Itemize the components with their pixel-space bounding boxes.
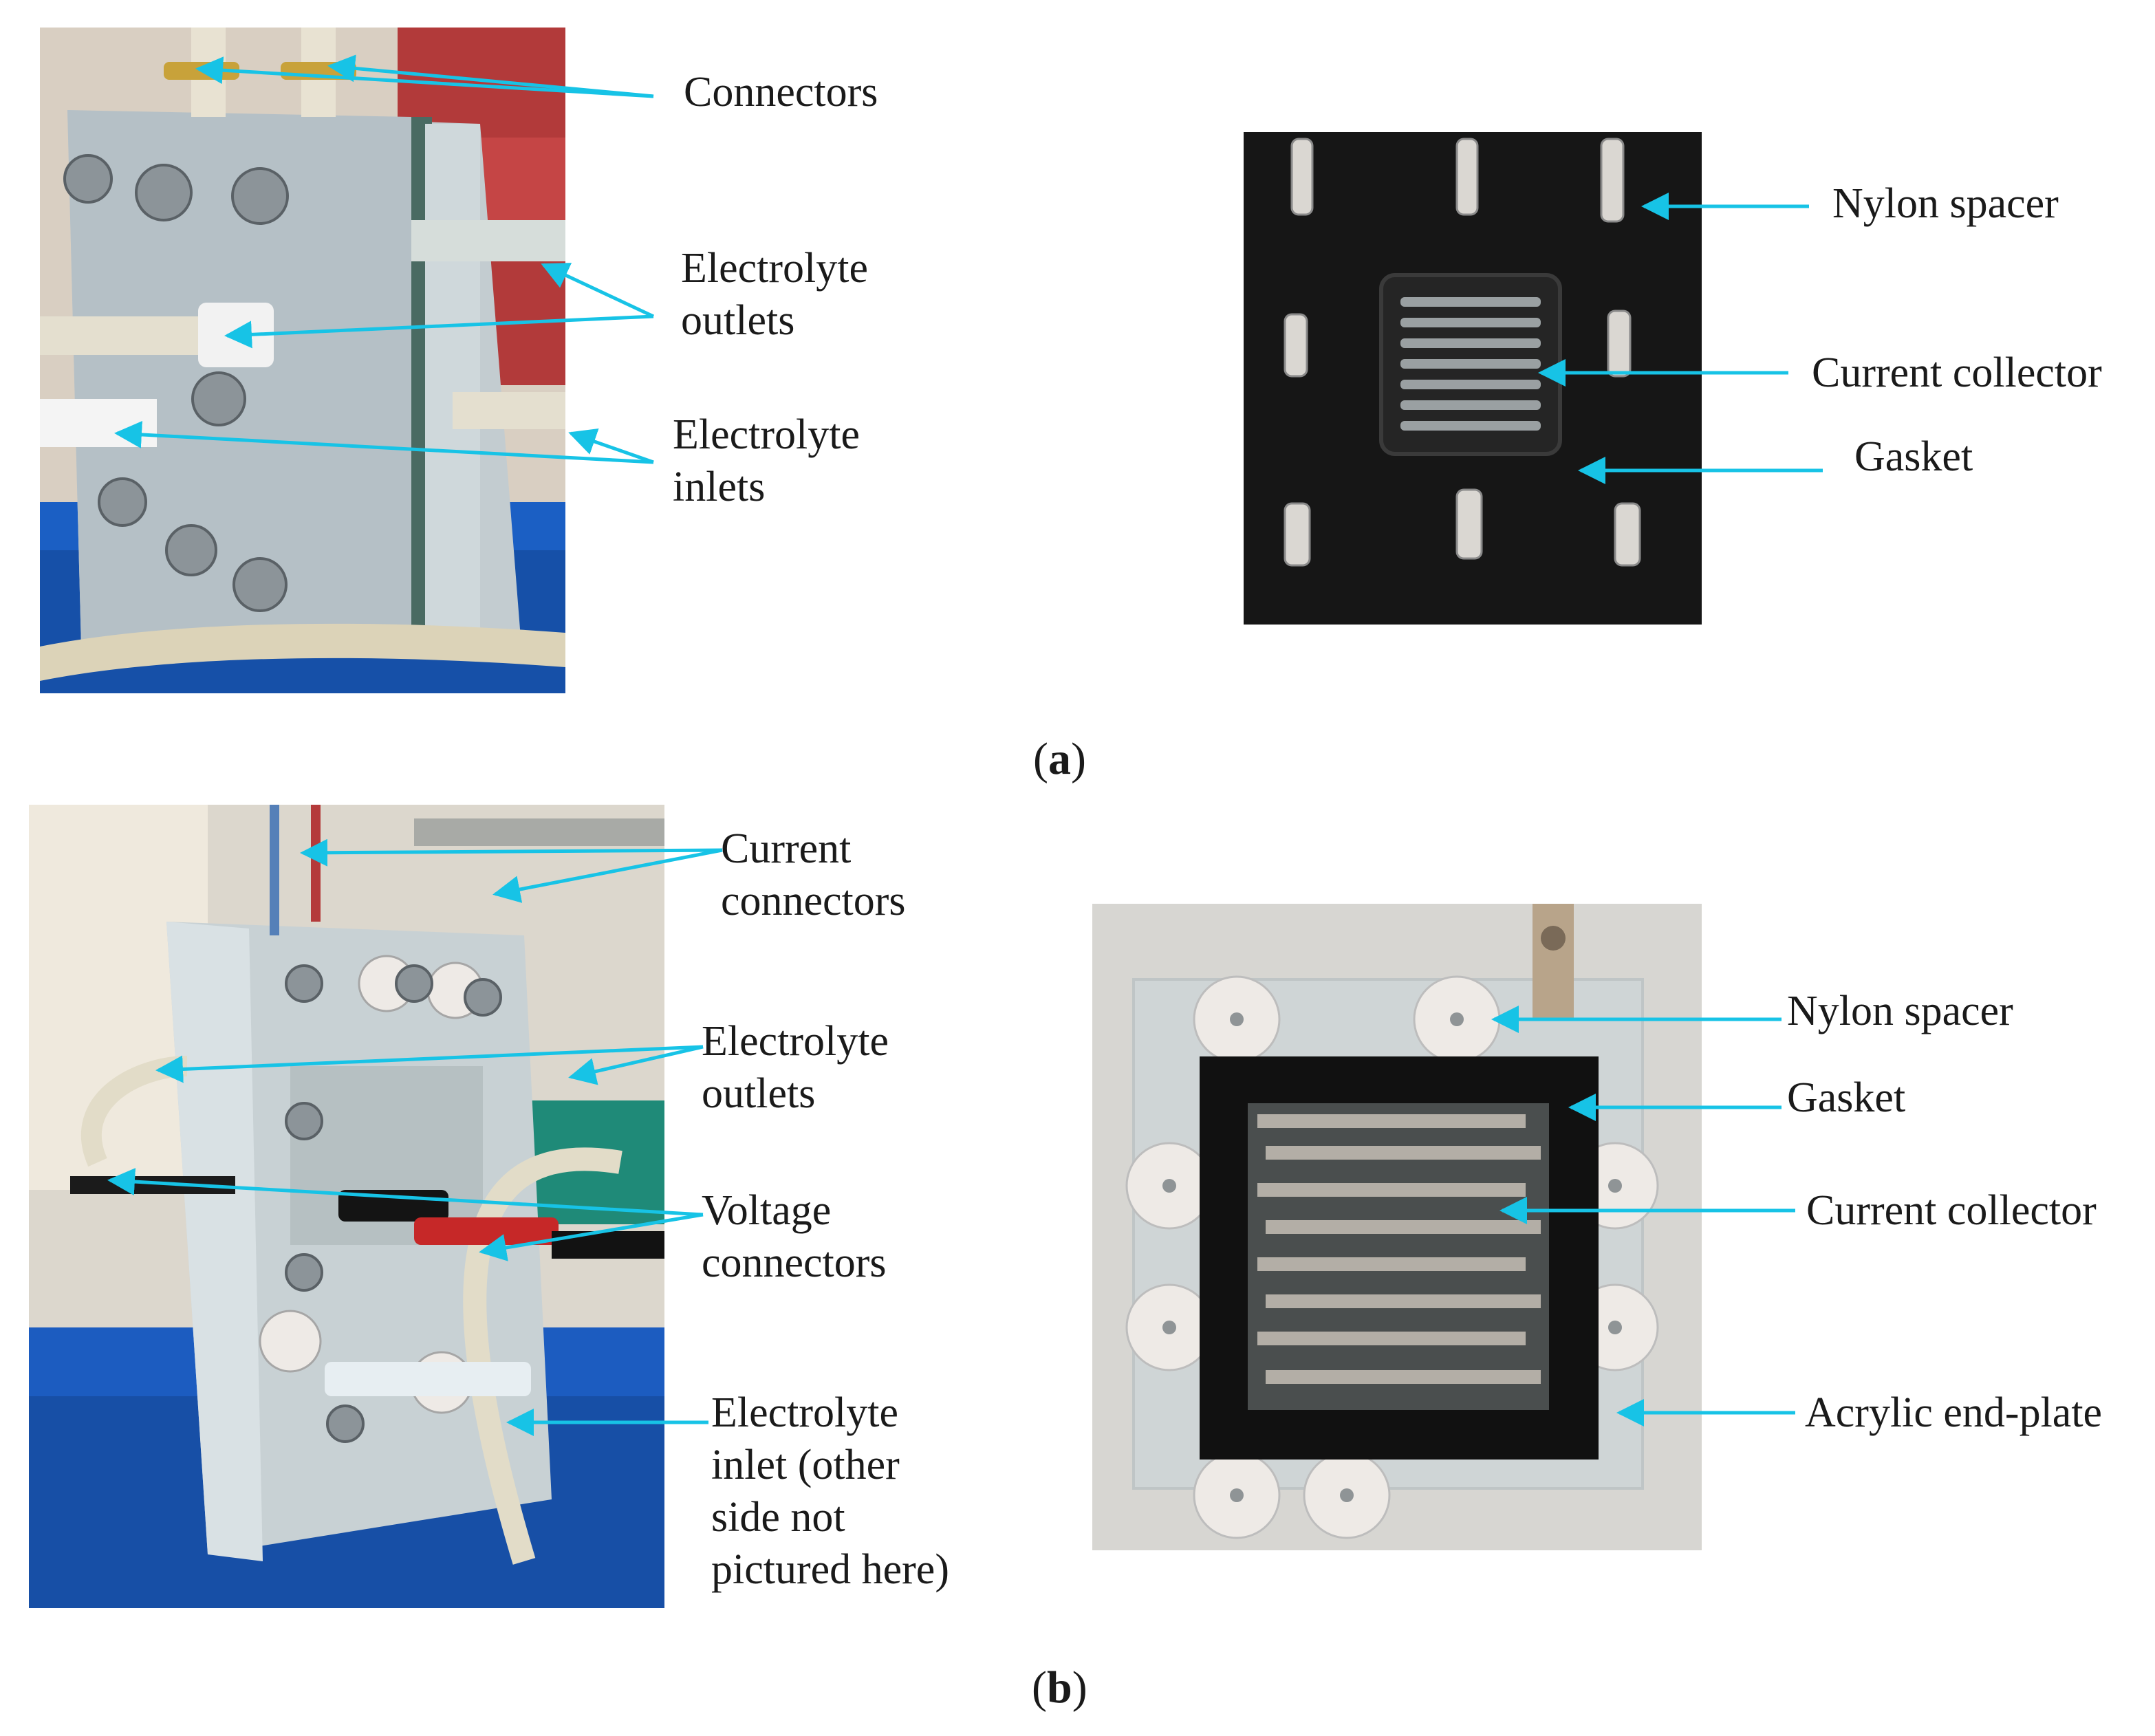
label-a-electrolyte-inlets: Electrolyte inlets [673,409,860,513]
panel-caption-b-open: ( [1032,1662,1047,1713]
label-a-electrolyte-outlets: Electrolyte outlets [681,242,868,347]
label-b-acrylic-end-plate: Acrylic end-plate [1805,1389,2103,1436]
label-b-electrolyte-inlet-line2: inlet (other [711,1442,900,1488]
label-b-current-connectors-line2: connectors [721,878,906,924]
label-b-voltage-connectors-line2: connectors [702,1239,887,1286]
arrow-a-inlets-2 [568,428,654,464]
label-b-electrolyte-inlet-line4: pictured here) [711,1546,949,1593]
photo-a-gasket-plate [1244,132,1702,625]
photo-b-cell-stack [29,805,664,1608]
photo-b-gasket-plate-drawing [1092,904,1702,1550]
label-b-current-connectors-line1: Current [721,825,852,872]
label-a-current-collector: Current collector [1812,349,2102,396]
label-a-connectors: Connectors [684,69,878,116]
label-b-electrolyte-inlet-line3: side not [711,1494,845,1541]
label-b-electrolyte-outlets-line2: outlets [702,1070,816,1117]
label-a-electrolyte-inlets-line2: inlets [673,464,766,510]
label-b-electrolyte-inlet-line1: Electrolyte [711,1389,898,1436]
photo-a-gasket-plate-drawing [1244,132,1702,625]
panel-caption-a: (a) [1033,732,1086,787]
panel-caption-b: (b) [1032,1660,1087,1715]
panel-caption-a-open: ( [1033,734,1048,784]
label-a-gasket: Gasket [1854,433,1973,480]
label-b-nylon-spacer: Nylon spacer [1787,988,2013,1034]
label-a-electrolyte-inlets-line1: Electrolyte [673,411,860,458]
label-b-current-connectors: Current connectors [721,823,906,927]
panel-caption-a-close: ) [1070,734,1086,784]
panel-caption-b-close: ) [1072,1662,1087,1713]
panel-caption-b-letter: b [1046,1662,1072,1713]
label-b-voltage-connectors: Voltage connectors [702,1184,887,1289]
label-b-electrolyte-outlets-line1: Electrolyte [702,1018,889,1065]
label-a-electrolyte-outlets-line1: Electrolyte [681,245,868,292]
photo-b-gasket-plate [1092,904,1702,1550]
photo-a-cell-stack [40,28,565,693]
panel-caption-a-letter: a [1048,734,1071,784]
label-b-gasket: Gasket [1787,1074,1906,1121]
label-a-electrolyte-outlets-line2: outlets [681,297,795,344]
label-b-voltage-connectors-line1: Voltage [702,1187,832,1234]
photo-a-cell-stack-drawing [40,28,565,693]
label-b-current-collector: Current collector [1806,1187,2097,1234]
photo-b-cell-stack-drawing [29,805,664,1608]
label-b-electrolyte-inlet: Electrolyte inlet (other side not pictur… [711,1387,949,1596]
label-a-nylon-spacer: Nylon spacer [1832,180,2059,227]
label-b-electrolyte-outlets: Electrolyte outlets [702,1015,889,1120]
